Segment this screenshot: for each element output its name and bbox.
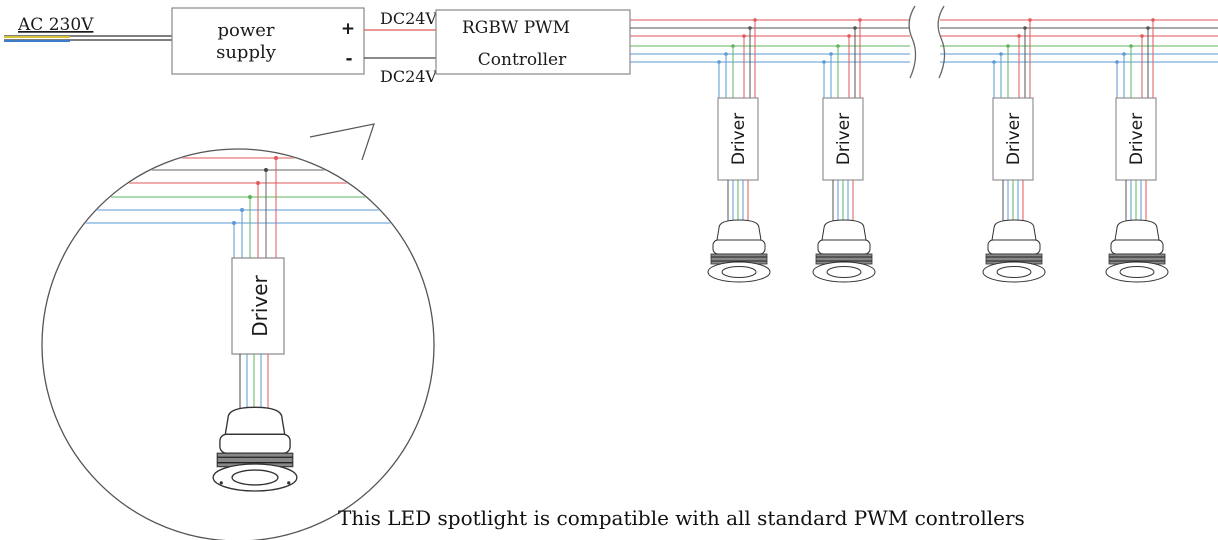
driver-box (717, 97, 759, 181)
wire-tap-dot (847, 34, 851, 38)
controller-box (435, 9, 631, 75)
spotlight-icon (982, 219, 1046, 283)
wire-tap-dot (992, 60, 996, 64)
dc-positive-label: DC24V (380, 9, 437, 28)
wire-tap-dot (724, 52, 728, 56)
wire-tap-dot (829, 52, 833, 56)
dc-negative-label: DC24V (380, 67, 437, 86)
driver-label: Driver (834, 113, 854, 165)
plus-terminal-label: + (341, 19, 355, 39)
fixture-2: Driver (812, 18, 876, 283)
minus-terminal-label: - (345, 49, 352, 69)
fixture-3: Driver (982, 18, 1046, 283)
fixture-4: Driver (1105, 18, 1169, 283)
driver-label: Driver (1127, 113, 1147, 165)
dc-wires (364, 29, 436, 59)
controller-label-line2: Controller (478, 50, 567, 70)
driver-box (1115, 97, 1157, 181)
wire-tap-dot (717, 60, 721, 64)
wire-tap-dot (999, 52, 1003, 56)
fixture-drops: Driver Driver Driver Driver (707, 18, 1169, 283)
power-supply-label-line2: supply (216, 42, 277, 63)
wire-tap-dot (1023, 26, 1027, 30)
controller-label-line1: RGBW PWM (462, 18, 570, 38)
power-supply-label-line1: power (217, 20, 274, 41)
bus-wires (630, 19, 1218, 63)
wire-tap-dot (1146, 26, 1150, 30)
wire-tap-dot (1140, 34, 1144, 38)
driver-box (822, 97, 864, 181)
spotlight-icon (707, 219, 771, 283)
wire-tap-dot (836, 44, 840, 48)
wire-tap-dot (753, 18, 757, 22)
wire-tap-dot (1129, 44, 1133, 48)
zoom-spotlight-icon (212, 406, 298, 492)
wire-tap-dot (742, 34, 746, 38)
wire-tap-dot (853, 26, 857, 30)
caption-text: This LED spotlight is compatible with al… (338, 506, 1025, 530)
wire-tap-dot (1006, 44, 1010, 48)
wire-tap-dot (1151, 18, 1155, 22)
ac-input-wires (4, 35, 172, 42)
driver-box (992, 97, 1034, 181)
zoom-driver-label: Driver (248, 274, 272, 336)
wire-tap-dot (1017, 34, 1021, 38)
spotlight-icon (812, 219, 876, 283)
power-supply-box (171, 7, 365, 75)
ac-input-label: AC 230V (17, 15, 94, 35)
wire-tap-dot (822, 60, 826, 64)
wire-tap-dot (748, 26, 752, 30)
wire-tap-dot (731, 44, 735, 48)
wire-tap-dot (1122, 52, 1126, 56)
wire-tap-dot (858, 18, 862, 22)
driver-label: Driver (729, 113, 749, 165)
spotlight-icon (1105, 219, 1169, 283)
driver-label: Driver (1004, 113, 1024, 165)
line-break-symbol (908, 5, 946, 79)
fixture-1: Driver (707, 18, 771, 283)
wire-tap-dot (1115, 60, 1119, 64)
wire-tap-dot (1028, 18, 1032, 22)
